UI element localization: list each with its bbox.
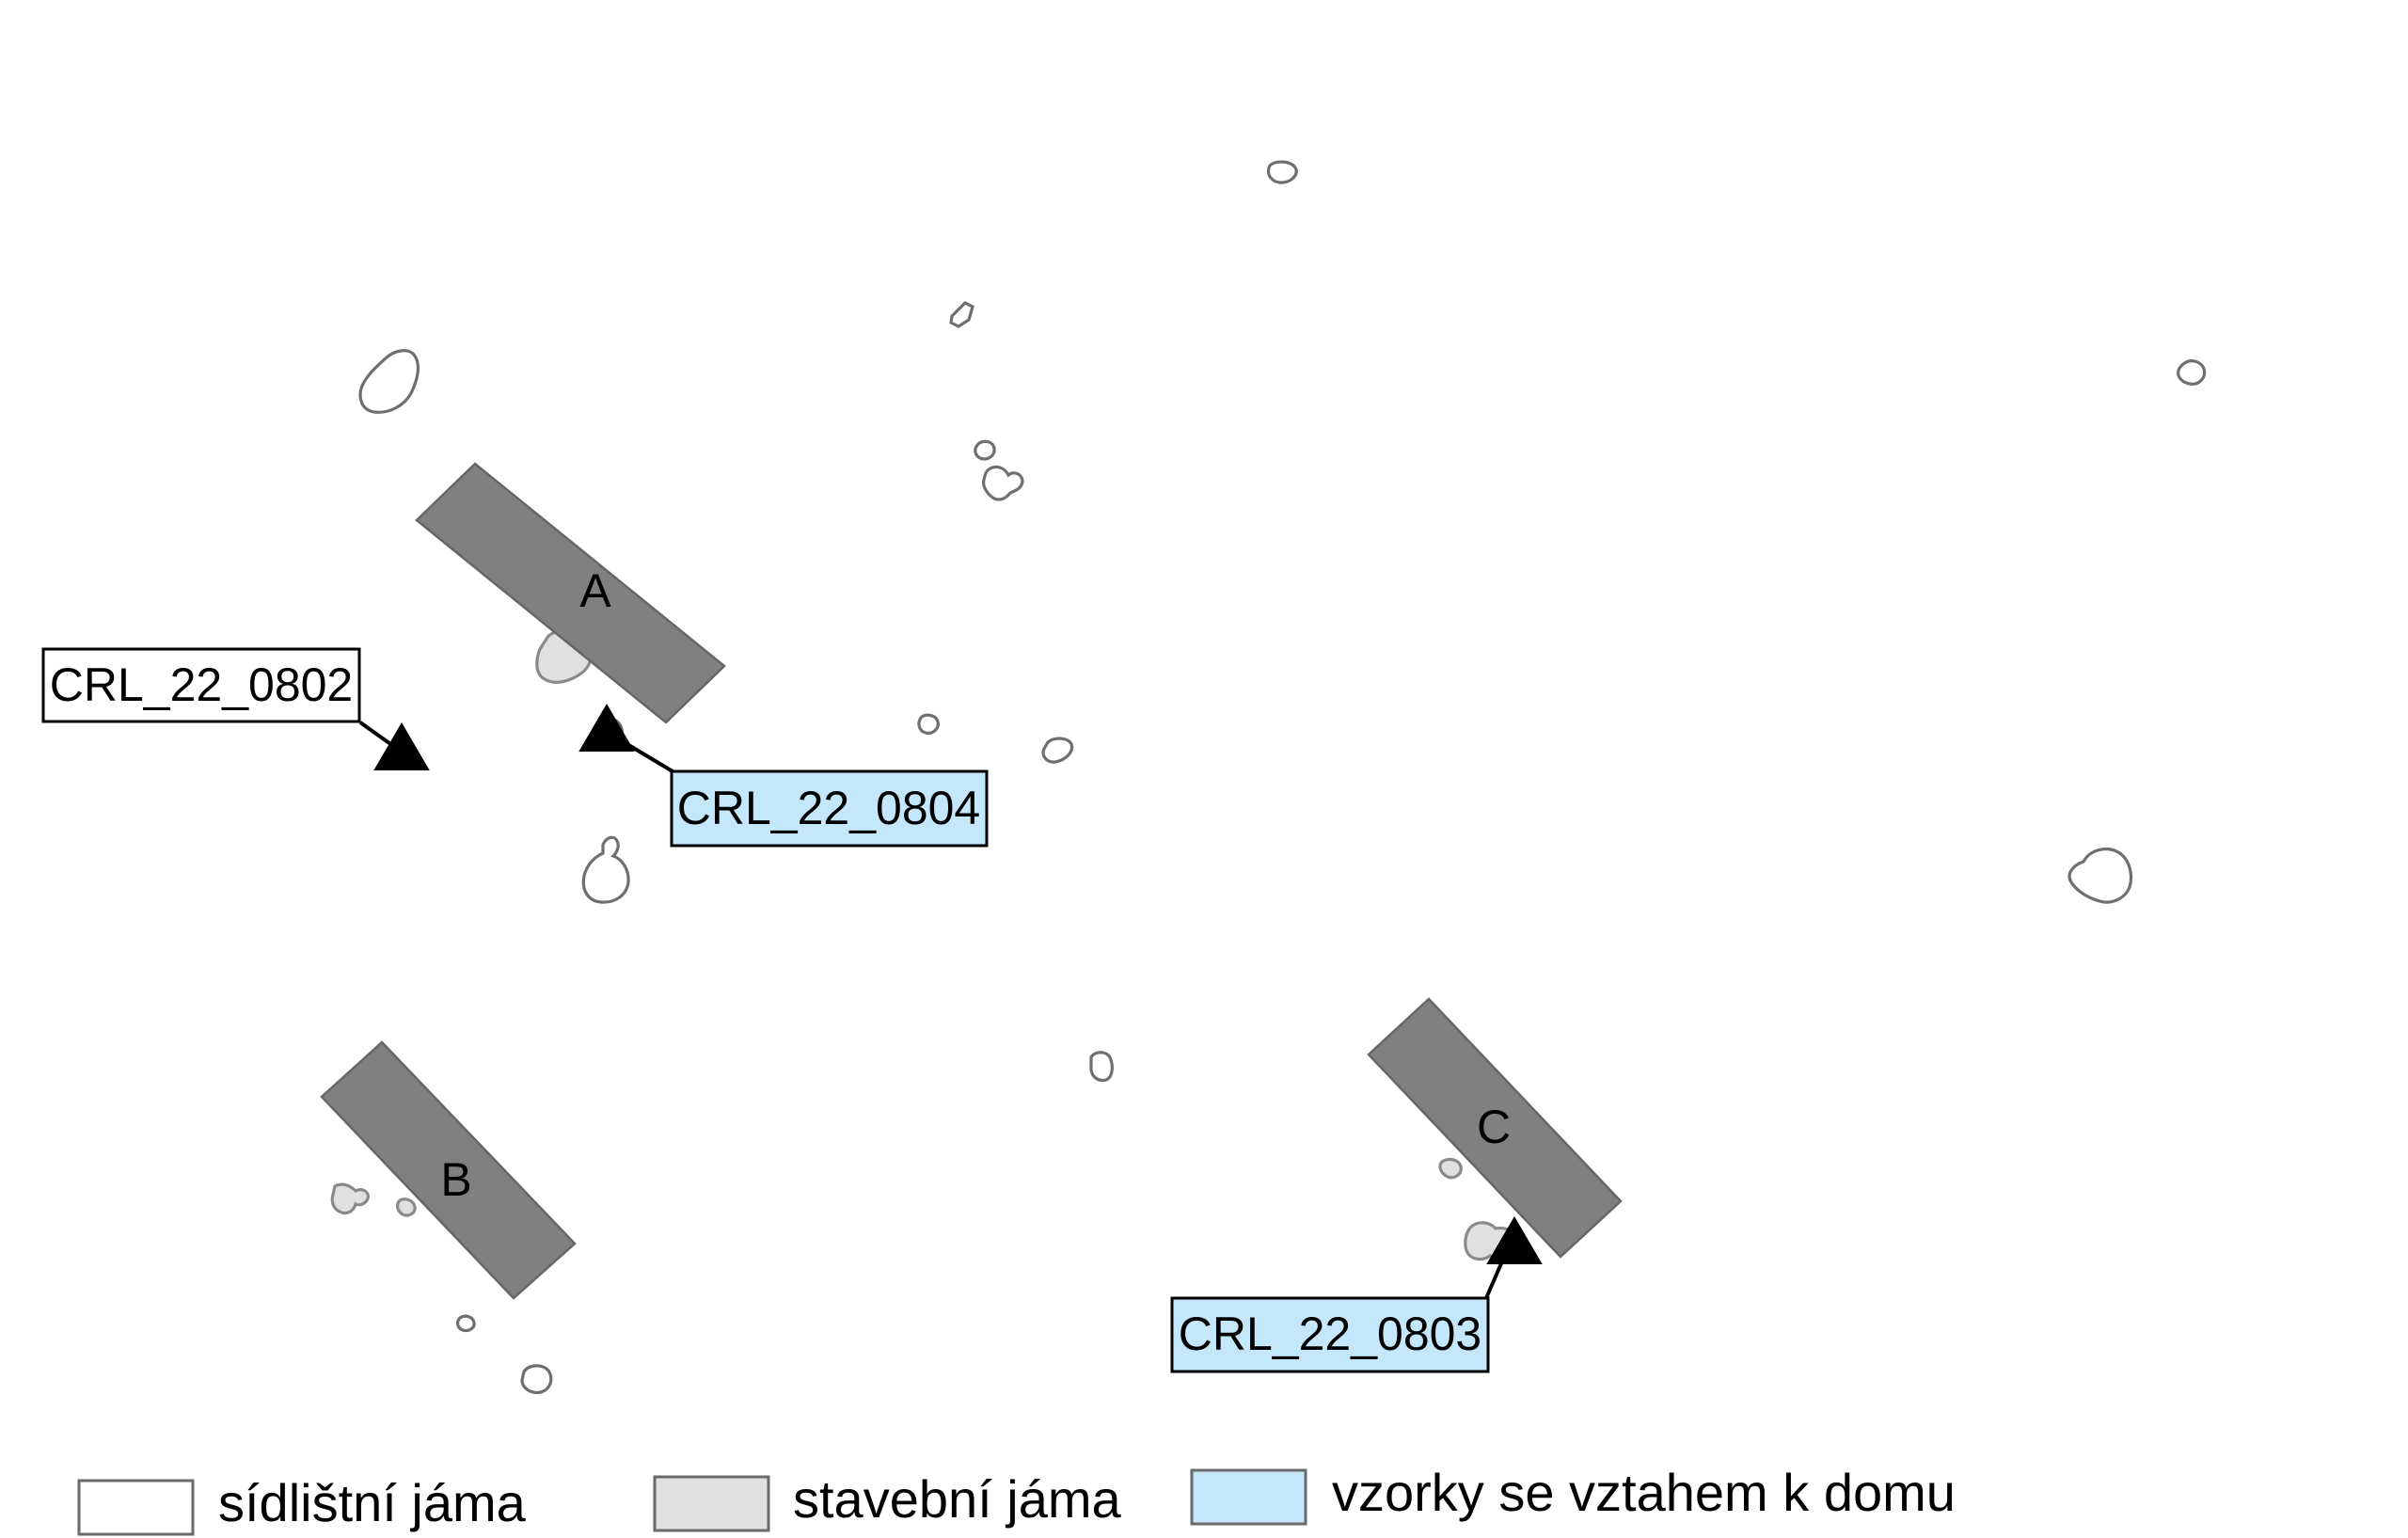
settlement-pit <box>917 713 940 735</box>
settlement-pit <box>1041 737 1074 764</box>
sample-label-box <box>670 769 989 848</box>
settlement-pit <box>581 835 630 904</box>
house-footprint <box>1367 997 1623 1259</box>
settlement-pits <box>358 160 2207 1394</box>
construction-pit <box>396 1197 417 1217</box>
settlement-pit <box>2177 359 2207 386</box>
legend-item-construction-pit: stavební jáma <box>653 1469 1121 1532</box>
sample-label-0803: CRL_22_0803 <box>1170 1296 1490 1373</box>
house-label: B <box>440 1153 471 1206</box>
sample-markers <box>373 704 1543 1264</box>
settlement-pit <box>949 301 974 328</box>
sample-label-text: CRL_22_0802 <box>50 658 354 711</box>
legend-label: vzorky se vztahem k domu <box>1332 1463 1956 1522</box>
house-label: A <box>579 564 611 617</box>
sample-label-text: CRL_22_0804 <box>677 782 981 834</box>
construction-pit <box>1438 1157 1463 1180</box>
legend-item-settlement-pit: sídlištní jáma <box>77 1473 527 1536</box>
sample-label-text: CRL_22_0803 <box>1179 1308 1482 1360</box>
legend-swatch <box>653 1475 770 1532</box>
settlement-pit <box>1267 160 1298 184</box>
house-footprint <box>320 1040 577 1300</box>
sample-marker-triangle-icon <box>373 722 430 770</box>
house-a: A <box>415 462 726 724</box>
settlement-pit <box>358 349 420 414</box>
houses: A B C <box>320 462 1623 1300</box>
settlement-pit <box>1089 1051 1114 1083</box>
legend-swatch <box>1190 1468 1307 1526</box>
settlement-pit <box>2067 848 2133 904</box>
sample-labels: CRL_22_0802 CRL_22_0804 CRL_22_0803 <box>41 647 1490 1373</box>
sample-label-box <box>1170 1296 1490 1373</box>
house-label: C <box>1477 1101 1511 1153</box>
house-b: B <box>320 1040 577 1300</box>
legend: sídlištní jáma stavební jáma vzorky se v… <box>77 1463 1956 1536</box>
sample-label-box <box>41 647 361 723</box>
legend-item-house-related-samples: vzorky se vztahem k domu <box>1190 1463 1956 1526</box>
leader-line-0802 <box>358 721 395 748</box>
legend-swatch <box>77 1479 195 1536</box>
sample-label-0802: CRL_22_0802 <box>41 647 361 723</box>
settlement-pit <box>520 1364 553 1394</box>
construction-pit <box>330 1182 370 1215</box>
legend-label: sídlištní jáma <box>218 1473 527 1532</box>
house-footprint <box>415 462 726 724</box>
sample-label-0804: CRL_22_0804 <box>670 769 989 848</box>
house-c: C <box>1367 997 1623 1259</box>
legend-label: stavební jáma <box>793 1469 1121 1529</box>
settlement-pit <box>982 465 1024 501</box>
sample-marker-triangle-icon <box>578 704 635 752</box>
settlement-pit <box>974 439 996 461</box>
settlement-pit <box>456 1314 476 1333</box>
sample-marker-triangle-icon <box>1486 1216 1543 1264</box>
